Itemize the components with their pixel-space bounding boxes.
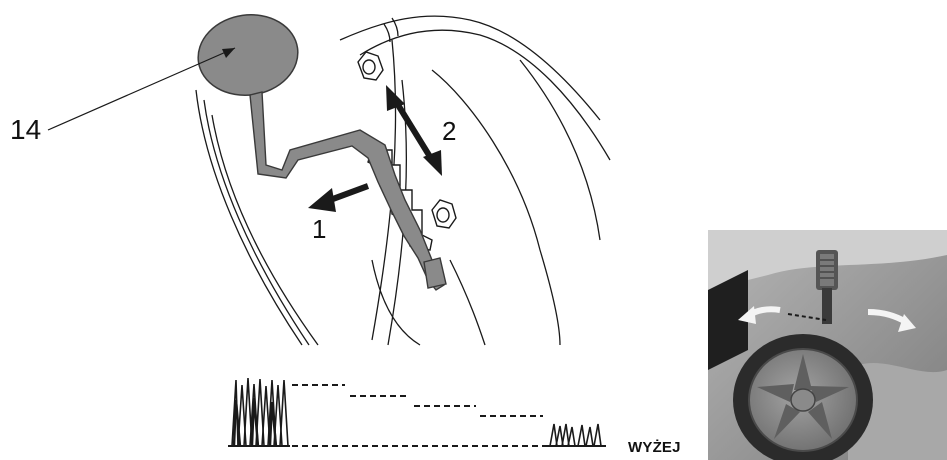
lower-pin [431,199,457,229]
callout-leader-14 [47,47,236,131]
part-number-label: 14 [10,114,42,145]
wheel-lever-photo [708,230,947,460]
grass-short-icon [545,423,606,447]
wheel-photo-art [708,230,947,460]
height-dash-steps [292,384,545,447]
step-2-label: 2 [442,116,457,146]
step-1-label: 1 [312,214,327,244]
photo-arrow-left [738,306,781,324]
wheel-icon [733,334,873,460]
upper-pin [357,51,384,81]
pull-arrow [308,183,370,212]
photo-arrow-right [867,309,916,332]
double-headed-arrow [386,85,442,176]
grass-tall-icon [228,377,290,447]
height-lever [197,14,447,291]
cutting-height-scale [228,377,606,447]
higher-caption: WYŻEJ [628,439,681,456]
